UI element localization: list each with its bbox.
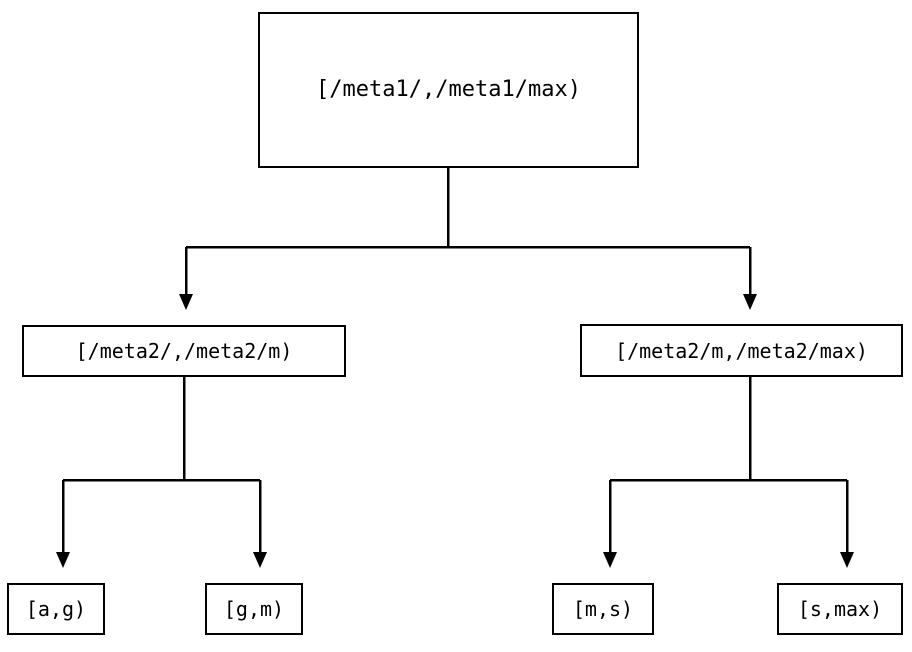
tree-node-meta2-high-label: [/meta2/m,/meta2/max) <box>615 338 868 363</box>
tree-node-leaf-smax[interactable]: [s,max) <box>777 583 903 635</box>
tree-node-meta2-low[interactable]: [/meta2/,/meta2/m) <box>22 325 346 377</box>
tree-node-leaf-gm-label: [g,m) <box>223 597 285 621</box>
tree-node-root-label: [/meta1/,/meta1/max) <box>316 77 581 102</box>
tree-node-leaf-ms-label: [m,s) <box>572 597 634 621</box>
tree-node-leaf-smax-label: [s,max) <box>797 597 883 621</box>
arrowhead-to-leaf-gm <box>253 552 267 568</box>
tree-node-leaf-ag[interactable]: [a,g) <box>7 583 105 635</box>
arrowhead-to-leaf-ms <box>603 552 617 568</box>
tree-node-leaf-gm[interactable]: [g,m) <box>205 583 303 635</box>
tree-node-meta2-high[interactable]: [/meta2/m,/meta2/max) <box>580 324 903 377</box>
arrowhead-to-leaf-ag <box>56 552 70 568</box>
tree-node-leaf-ms[interactable]: [m,s) <box>552 583 654 635</box>
arrowhead-to-meta2-high <box>743 294 757 310</box>
tree-node-meta2-low-label: [/meta2/,/meta2/m) <box>75 339 293 363</box>
tree-node-root[interactable]: [/meta1/,/meta1/max) <box>258 12 639 168</box>
arrowhead-to-leaf-smax <box>840 552 854 568</box>
tree-node-leaf-ag-label: [a,g) <box>25 597 87 621</box>
arrowhead-to-meta2-low <box>179 294 193 310</box>
